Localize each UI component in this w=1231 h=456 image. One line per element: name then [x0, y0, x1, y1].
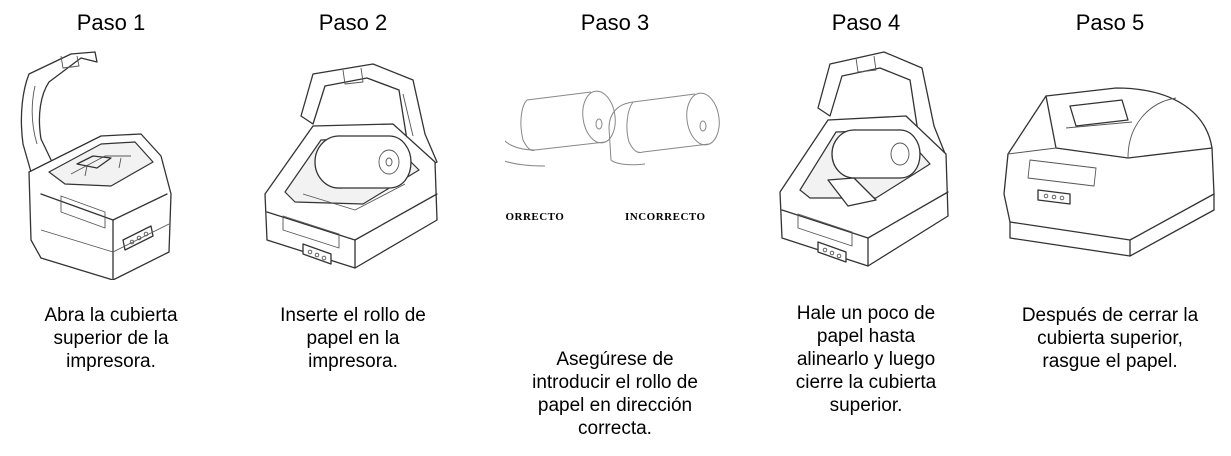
paper-roll-orientation-illustration: CORRECTO INCORRECTO — [505, 44, 725, 280]
step-1-title: Paso 1 — [76, 10, 146, 35]
step-4-instruction: Hale un poco de papel hasta alinearlo y … — [795, 303, 937, 416]
step-4: Paso 4 Hale un poco de papel hasta aline… — [756, 0, 976, 456]
printer-open-paper-pulled-illustration — [756, 44, 976, 280]
step-5: Paso 5 Después de cerrar la cubierta sup… — [1000, 0, 1220, 456]
step-5-title: Paso 5 — [1075, 10, 1145, 35]
step-3: Paso 3 CORRECTO INCORRECTO Asegúrese de … — [505, 0, 725, 456]
step-2: Paso 2 Inserte el rol — [243, 0, 463, 456]
step-3-title: Paso 3 — [580, 10, 650, 35]
printer-closed-illustration — [1000, 44, 1220, 280]
printer-open-empty-illustration — [1, 44, 221, 280]
step-4-title: Paso 4 — [831, 10, 901, 35]
step-2-instruction: Inserte el rollo de papel en la impresor… — [280, 305, 426, 372]
correct-caption: CORRECTO — [505, 211, 564, 223]
step-1-instruction: Abra la cubierta superior de la impresor… — [44, 305, 178, 372]
step-5-instruction: Después de cerrar la cubierta superior, … — [1021, 305, 1199, 372]
printer-open-roll-inserted-illustration — [243, 44, 463, 280]
step-3-instruction: Asegúrese de introducir el rollo de pape… — [532, 349, 698, 439]
incorrect-caption: INCORRECTO — [625, 211, 706, 223]
step-2-title: Paso 2 — [318, 10, 388, 35]
step-1: Paso 1 Abra la cubier — [1, 0, 221, 456]
